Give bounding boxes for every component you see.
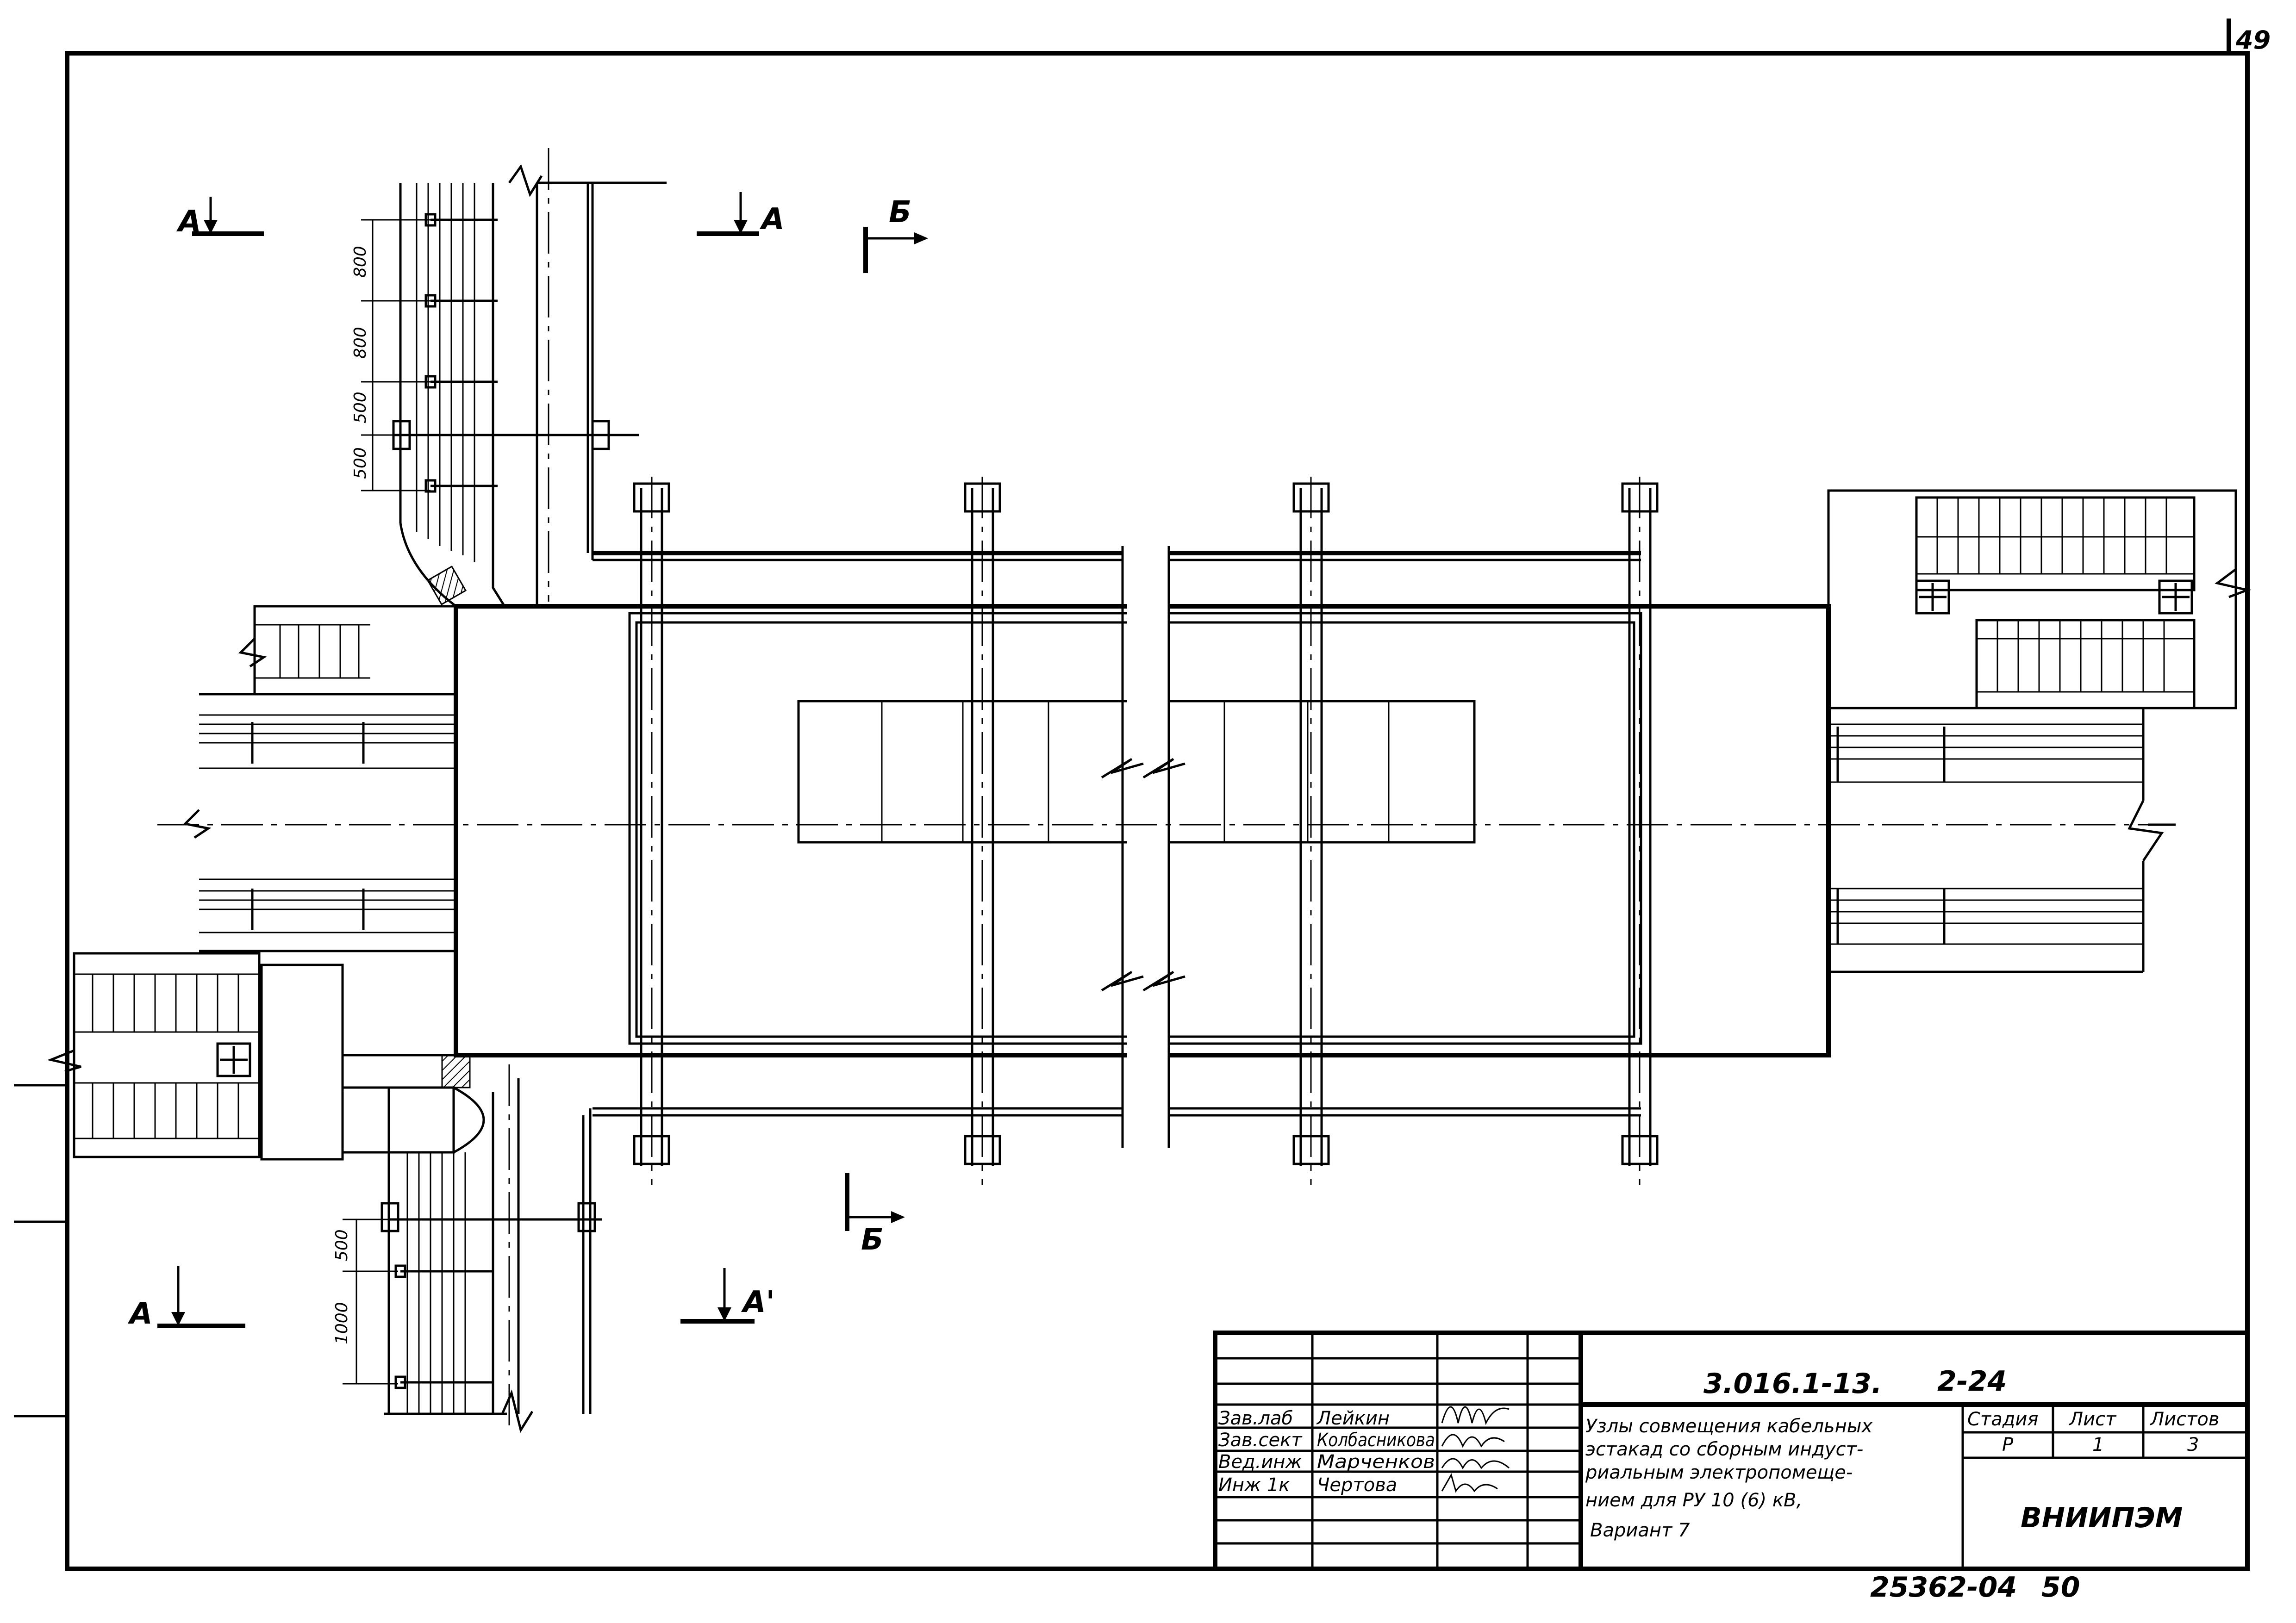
bottom-dimensions: 500 1000 [332, 1219, 398, 1385]
dimension-label: 800 [351, 327, 370, 359]
column [1292, 477, 1330, 1185]
drawing-title-line: нием для РУ 10 (6) кВ, [1585, 1490, 1802, 1511]
drawing-title-line: Узлы совмещения кабельных [1585, 1416, 1872, 1437]
drawing-title-line: эстакад со сборным индуст- [1585, 1439, 1863, 1460]
section-mark-a-top-right: А [759, 202, 785, 236]
bottom-cable-trestle [341, 1054, 602, 1433]
sheet-header: Лист [2068, 1409, 2117, 1430]
stage-value: Р [2002, 1434, 2014, 1455]
section-mark-b-bottom: Б [861, 1223, 884, 1257]
dimension-label: 1000 [332, 1302, 351, 1344]
stage-header: Стадия [1967, 1409, 2038, 1430]
section-marks: А А Б Б А А' [127, 192, 928, 1331]
drawing-title-line: Вариант 7 [1590, 1520, 1690, 1541]
drawing-title-line: риальным электропомеще- [1585, 1462, 1853, 1483]
signature-mark [1441, 1458, 1510, 1470]
archive-code-suffix: 50 [2041, 1571, 2080, 1604]
column [633, 477, 670, 1185]
staff-role: Вед.инж [1218, 1451, 1302, 1473]
dimension-label: 500 [332, 1229, 351, 1261]
drawing-sheet-code: 2-24 [1937, 1365, 2007, 1398]
sheet-value: 1 [2092, 1434, 2104, 1455]
staff-name: Лейкин [1316, 1408, 1390, 1429]
dimension-label: 500 [351, 392, 370, 423]
page-number: 49 [2235, 25, 2271, 55]
organization-name: ВНИИПЭМ [2021, 1502, 2183, 1534]
staff-name: Марченков [1317, 1451, 1435, 1473]
columns [593, 477, 1659, 1185]
dimension-label: 500 [351, 447, 370, 479]
sheet-frame [14, 19, 2250, 1571]
signature-mark [1441, 1473, 1498, 1493]
top-cable-trestle [392, 148, 667, 607]
dimension-label: 800 [351, 246, 370, 278]
sheets-header: Листов [2149, 1409, 2219, 1430]
right-cable-trestle [1827, 489, 2252, 973]
signature-mark [1441, 1434, 1505, 1448]
signature-mark [1441, 1406, 1510, 1425]
title-block: 3.016.1-13. 2-24 Узлы совмещения кабельн… [1213, 1331, 2250, 1571]
left-cable-trestle [47, 605, 457, 1161]
staff-name: Колбасникова [1317, 1430, 1435, 1451]
top-dimensions: 800 800 500 500 [351, 219, 430, 491]
central-building [454, 546, 1831, 1148]
staff-role: Зав.сект [1218, 1430, 1303, 1451]
section-mark-b-top: Б [889, 195, 911, 230]
section-mark-a-bottom-left: А [127, 1297, 153, 1331]
sheets-value: 3 [2187, 1434, 2199, 1455]
archive-code: 25362-04 [1870, 1571, 2017, 1604]
drawing-designation: 3.016.1-13. [1703, 1368, 1882, 1400]
section-mark-a-top-left: А [176, 205, 201, 239]
section-mark-a-bottom-right: А' [741, 1285, 775, 1319]
staff-name: Чертова [1317, 1474, 1397, 1496]
column [1621, 477, 1659, 1185]
staff-role: Зав.лаб [1218, 1408, 1293, 1429]
staff-role: Инж 1к [1218, 1474, 1290, 1496]
column [964, 477, 1001, 1185]
